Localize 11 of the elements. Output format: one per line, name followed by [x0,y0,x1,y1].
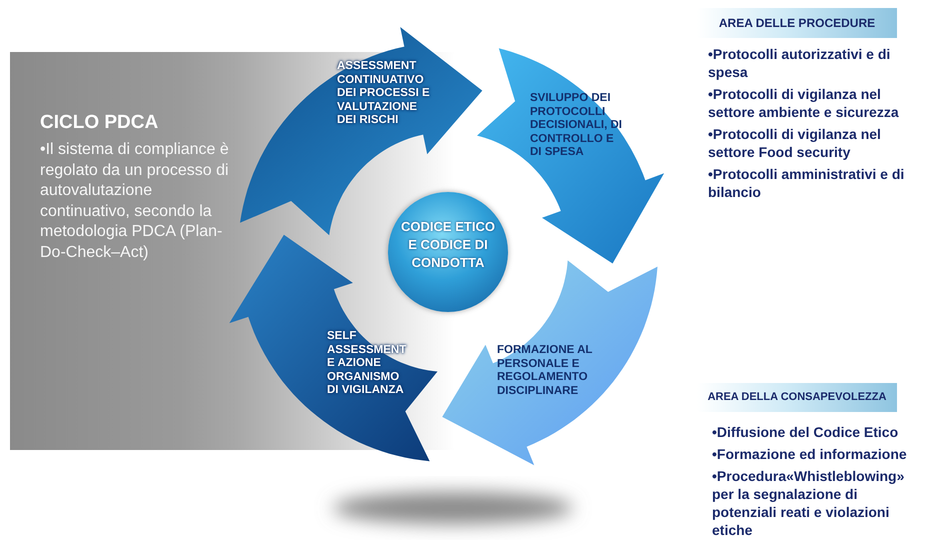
panel-heading: CICLO PDCA [40,112,158,134]
bullet-item: •Formazione ed informazione [712,445,908,463]
bullet-item: •Protocolli autorizzativi e di spesa [708,45,892,81]
center-label: CODICE ETICO E CODICE DI CONDOTTA [400,218,496,272]
bullet-item: •Diffusione del Codice Etico [712,423,900,441]
panel-text: •Il sistema di compliance è regolato da un processo di autovalutazione continuativo, secondo la metodologia PDCA (Plan-Do-Check–Act) [40,140,230,262]
bullet-item: •Procedura«Whistleblowing» per la segnalazione di potenziali reati e violazioni etiche [712,467,906,539]
bullet-item: •Protocolli amministrativi e di bilancio [708,165,906,201]
panel-background [10,52,238,450]
bullet-item: •Protocolli di vigilanza nel settore Food security [708,125,882,161]
bullet-item: •Protocolli di vigilanza nel settore ambiente e sicurezza [708,85,900,121]
